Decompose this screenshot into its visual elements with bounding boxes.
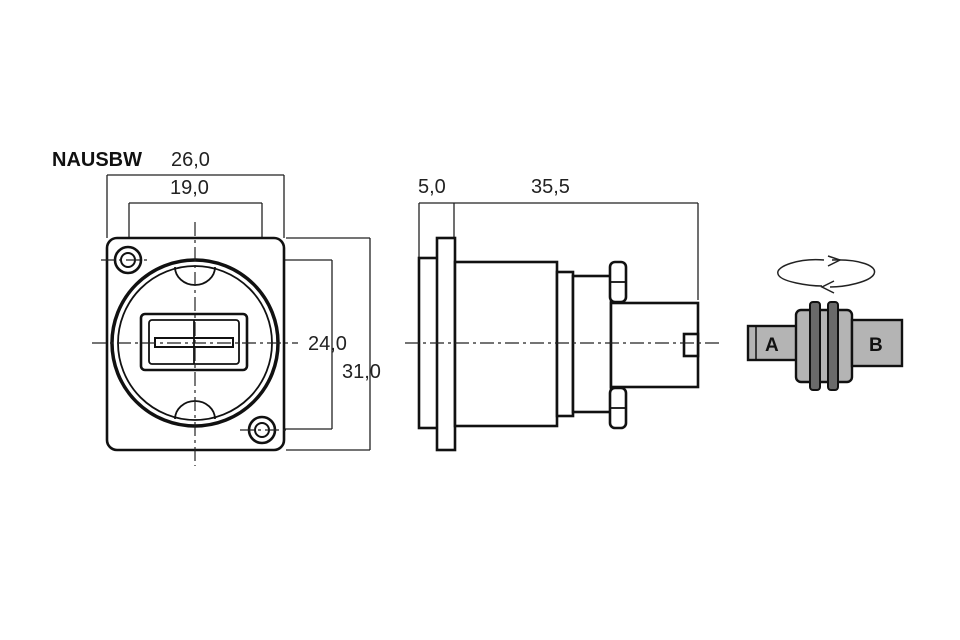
front-view: 26,0 19,0 24,0 31,0 xyxy=(92,149,381,466)
adapter-body xyxy=(794,308,854,384)
dim-label-flange: 5,0 xyxy=(418,176,446,198)
side-view: 5,0 35,5 xyxy=(405,176,720,452)
dim-label-length: 35,5 xyxy=(531,176,570,198)
label-a: A xyxy=(765,335,779,356)
usb-socket xyxy=(139,312,249,372)
dim-label-height-outer: 31,0 xyxy=(342,361,381,383)
body-ridge xyxy=(555,270,575,418)
side-flange xyxy=(435,236,457,452)
adapter-view: A B xyxy=(746,255,904,391)
dimension-height-inner: 24,0 xyxy=(262,259,347,430)
screw-bottom xyxy=(608,386,628,430)
adapter-plug-b xyxy=(850,318,904,368)
label-b: B xyxy=(869,335,883,356)
rotate-arrows-icon xyxy=(777,255,876,294)
screw-top xyxy=(608,260,628,304)
dimension-length: 35,5 xyxy=(454,176,699,300)
main-body xyxy=(453,260,559,428)
dimension-flange-thickness: 5,0 xyxy=(418,176,455,258)
model-title: NAUSBW xyxy=(52,149,142,171)
dim-label-width-outer: 26,0 xyxy=(171,149,210,171)
dim-label-width-inner: 19,0 xyxy=(170,177,209,199)
dimension-width-outer: 26,0 xyxy=(106,149,285,238)
dimension-height-outer: 31,0 xyxy=(286,237,381,451)
rear-plug xyxy=(609,301,700,389)
adapter-ring-2 xyxy=(827,301,839,391)
dim-label-height-inner: 24,0 xyxy=(308,333,347,355)
rear-section xyxy=(571,274,613,414)
adapter-ring-1 xyxy=(809,301,821,391)
